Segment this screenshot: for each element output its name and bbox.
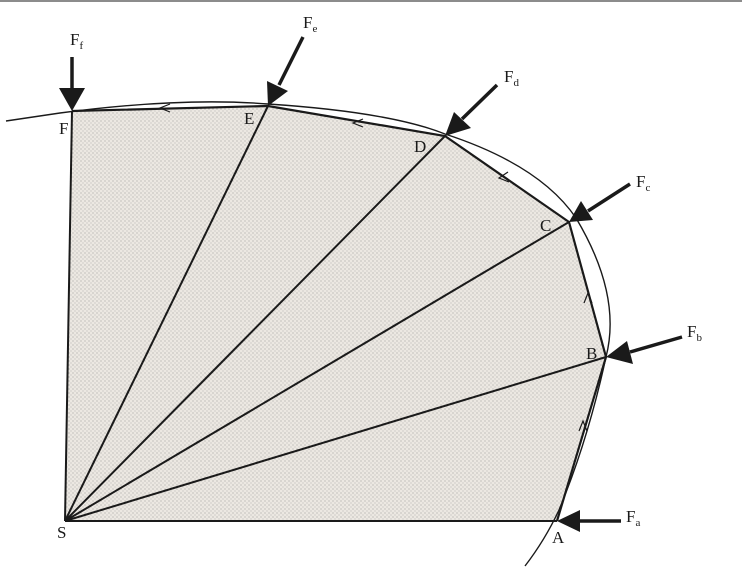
- force-arrow-d: [445, 83, 499, 136]
- orbit-curve: [5, 101, 611, 567]
- dir-arrow-de: [351, 118, 364, 128]
- force-arrow-c: [569, 182, 631, 222]
- force-arrows: [59, 36, 683, 532]
- radius-se: [64, 105, 269, 522]
- point-labels: S A B C D E F: [57, 109, 597, 547]
- radius-sb: [64, 356, 607, 522]
- label-force-e: Fe: [303, 13, 317, 35]
- label-s: S: [57, 523, 66, 542]
- polygon-chords: [71, 104, 608, 522]
- label-c: C: [540, 216, 551, 235]
- dir-arrow-ef: [158, 103, 171, 113]
- label-force-a: Fa: [626, 507, 640, 529]
- force-arrow-a: [557, 510, 621, 532]
- label-b: B: [586, 344, 597, 363]
- force-arrow-e: [267, 36, 305, 106]
- label-force-c: Fc: [636, 172, 650, 194]
- force-arrow-b: [606, 335, 683, 364]
- radius-sd: [64, 135, 446, 522]
- radial-lines: [64, 105, 607, 522]
- dir-arrow-bc: [583, 291, 593, 304]
- dir-arrow-cd: [497, 171, 510, 183]
- radius-sc: [64, 221, 570, 522]
- force-labels: Fa Fb Fc Fd Fe Ff: [70, 13, 702, 529]
- label-f: F: [59, 119, 68, 138]
- radius-sf: [64, 110, 73, 522]
- label-force-f: Ff: [70, 30, 83, 52]
- label-force-b: Fb: [687, 322, 702, 344]
- label-a: A: [552, 528, 565, 547]
- label-force-d: Fd: [504, 67, 519, 89]
- shaded-region: [65, 106, 606, 521]
- direction-arrows: [158, 103, 593, 432]
- force-arrow-f: [59, 57, 85, 111]
- label-d: D: [414, 137, 426, 156]
- dir-arrow-ab: [578, 419, 588, 432]
- label-e: E: [244, 109, 254, 128]
